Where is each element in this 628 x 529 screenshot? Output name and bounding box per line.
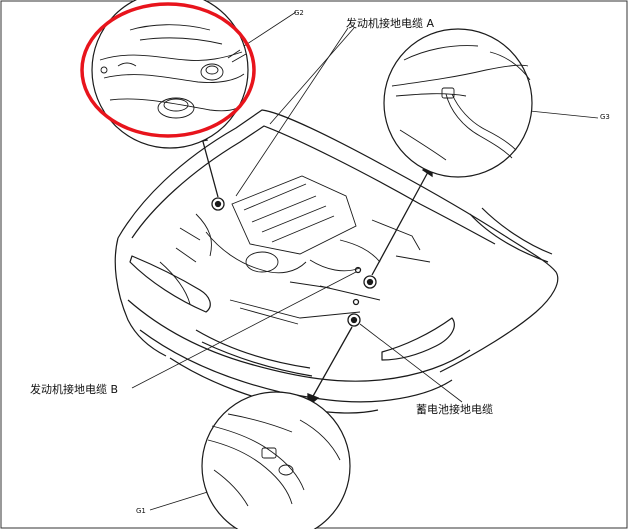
oil-filler-cap: [245, 251, 279, 273]
callout-g3-detail: [391, 45, 531, 161]
label-battery-ground-cable: 蓄电池接地电缆: [416, 403, 493, 416]
engine-hoses: [195, 213, 381, 272]
left-headlight: [129, 255, 211, 313]
ground-point-g1-inner: [350, 316, 358, 324]
bolt-b: [354, 266, 362, 274]
bolt-battery: [352, 298, 360, 306]
arrow-g3-shaft: [371, 171, 429, 276]
leader-cable-a-2: [269, 27, 355, 125]
label-g3: G3: [600, 113, 610, 121]
hood-inner-edge: [131, 125, 496, 245]
ground-point-g2-inner: [214, 200, 222, 208]
callout-g2-circle: [91, 0, 249, 149]
leader-cable-b: [131, 271, 357, 389]
engine-clutter: [159, 219, 431, 305]
callout-g1: [201, 391, 351, 529]
engine-cover-ridge: [243, 183, 335, 243]
callout-arrows: [196, 128, 433, 408]
leader-g2: [243, 11, 297, 47]
front-bumper-lower: [139, 329, 453, 403]
right-headlight: [381, 317, 455, 361]
callout-g1-detail: [207, 413, 341, 507]
radiator-support: [229, 285, 381, 325]
front-bumper: [127, 299, 471, 382]
ground-point-g3: [363, 275, 377, 289]
windshield-edge: [469, 207, 553, 263]
ground-point-g2: [211, 197, 225, 211]
arrow-g1-shaft: [311, 326, 353, 399]
ground-points: [211, 197, 377, 327]
label-ground-cable-b: 发动机接地电缆 B: [30, 383, 119, 396]
callout-g3: [383, 28, 533, 178]
engine-cover: [231, 175, 357, 255]
ground-point-g1: [347, 313, 361, 327]
car-body: [114, 109, 559, 414]
callout-g1-circle: [201, 391, 351, 529]
leader-battery: [359, 323, 463, 403]
grille: [195, 329, 313, 377]
arrow-g2-shaft: [201, 137, 219, 198]
ground-point-g3-inner: [366, 278, 374, 286]
highlight-ring: [80, 2, 256, 138]
label-g2: G2: [294, 9, 304, 17]
left-fender: [114, 237, 167, 357]
callout-g2: [80, 0, 256, 149]
callout-g3-circle: [383, 28, 533, 178]
callout-g2-detail: [99, 24, 247, 119]
engine-detail: [159, 175, 431, 325]
intake-manifold: [205, 231, 307, 274]
label-ground-cable-a: 发动机接地电缆 A: [346, 17, 435, 30]
label-g1: G1: [136, 507, 146, 515]
right-body-side: [439, 235, 559, 373]
hood-outline: [117, 109, 506, 239]
